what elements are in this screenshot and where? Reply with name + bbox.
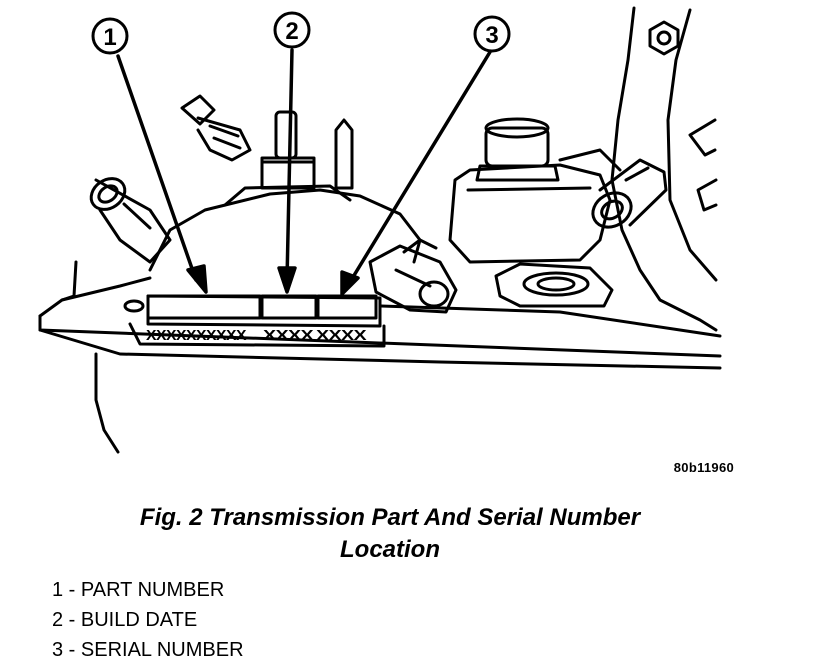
mounting-boss (494, 262, 614, 308)
id-stamp-plate (128, 294, 386, 348)
callout-1-number: 1 (103, 24, 116, 51)
transmission-case (448, 6, 718, 332)
legend-item-build-date: 2 - BUILD DATE (52, 609, 198, 631)
legend-item-serial-number: 3 - SERIAL NUMBER (52, 639, 244, 661)
caption-line-1: Fig. 2 Transmission Part And Serial Numb… (139, 504, 641, 531)
figure-caption: Fig. 2 Transmission Part And Serial Numb… (40, 502, 740, 566)
sensor-fitting (180, 94, 252, 162)
leader-line-2 (285, 48, 294, 282)
filler-cap (475, 117, 560, 182)
electrical-connector (368, 238, 458, 314)
callout-3-number: 3 (485, 22, 498, 49)
center-boss (148, 110, 422, 272)
hex-bolt (648, 20, 680, 56)
callout-2: 2 (273, 11, 311, 49)
legend-item-part-number: 1 - PART NUMBER (52, 579, 225, 601)
callout-2-number: 2 (285, 18, 298, 45)
leader-lines (116, 48, 492, 296)
part-number-stamp: XXXXXXXXXX (146, 327, 247, 344)
caption-line-2: Location (340, 536, 440, 563)
leader-line-1 (116, 54, 198, 282)
stamp-text-group: XXXXXXXXXX XXXX XXXX (146, 327, 367, 344)
cooler-line-fitting (89, 177, 172, 264)
arrowhead-3 (340, 270, 360, 296)
arrowhead-2 (277, 266, 297, 294)
oil-pan (38, 260, 722, 454)
figure-code: 80b11960 (673, 460, 734, 475)
build-date-stamp: XXXX (263, 327, 314, 344)
legend-list: 1 - PART NUMBER 2 - BUILD DATE 3 - SERIA… (52, 575, 244, 665)
transmission-illustration: XXXXXXXXXX XXXX XXXX 1 2 3 (38, 6, 722, 454)
callout-3: 3 (473, 15, 511, 53)
callout-1: 1 (91, 17, 129, 55)
leader-line-3 (348, 50, 492, 284)
arrowhead-1 (186, 264, 208, 294)
serial-number-stamp: XXXX (316, 327, 367, 344)
cooler-line-fitting-right (591, 158, 668, 229)
